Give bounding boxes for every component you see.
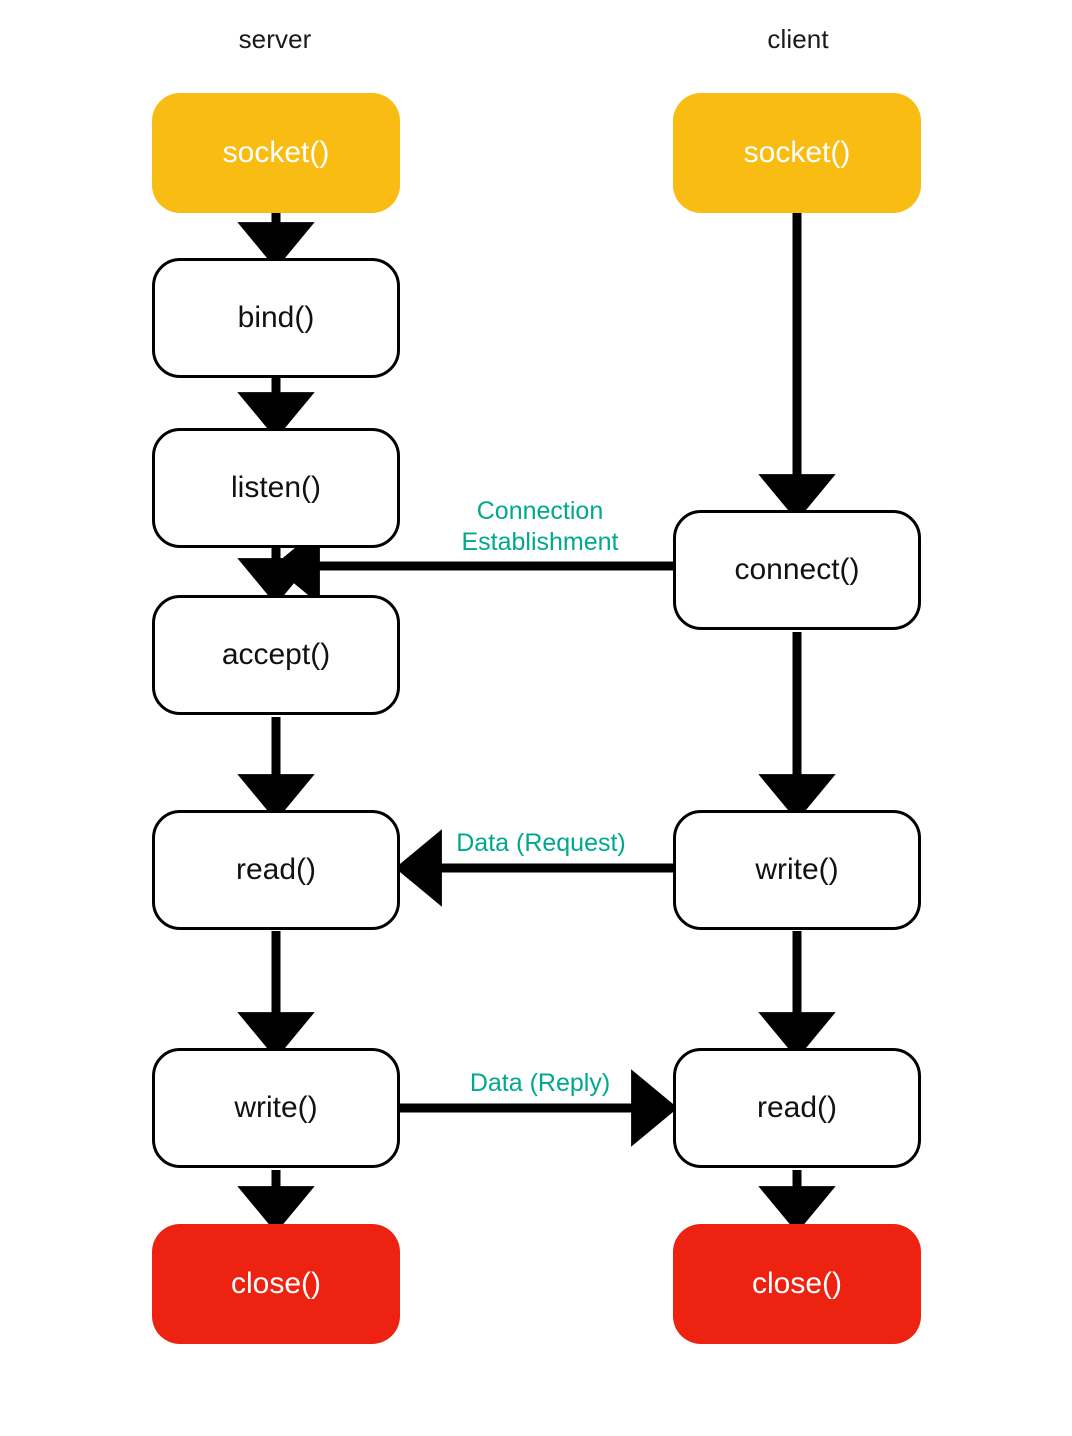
node-label: write() — [755, 853, 839, 886]
node-label: listen() — [230, 471, 321, 504]
node-client-write[interactable]: write() — [673, 810, 921, 930]
node-server-read[interactable]: read() — [152, 810, 400, 930]
node-server-accept[interactable]: accept() — [152, 595, 400, 715]
edge-label-data-request: Data (Request) — [456, 829, 626, 857]
node-label: close() — [751, 1267, 842, 1300]
node-label: accept() — [221, 638, 331, 671]
column-title-client: client — [767, 24, 829, 54]
node-label: connect() — [734, 553, 860, 586]
node-label: read() — [235, 853, 317, 886]
node-client-socket[interactable]: socket() — [673, 93, 921, 213]
node-server-bind[interactable]: bind() — [152, 258, 400, 378]
node-server-listen[interactable]: listen() — [152, 428, 400, 548]
column-title-server: server — [238, 24, 312, 54]
node-label: close() — [230, 1267, 321, 1300]
node-label: socket() — [222, 136, 330, 169]
node-label: write() — [234, 1091, 318, 1124]
node-client-connect[interactable]: connect() — [673, 510, 921, 630]
node-server-close[interactable]: close() — [152, 1224, 400, 1344]
edge-label-connection-establishment: Connection Establishment — [461, 497, 619, 557]
node-label: read() — [756, 1091, 838, 1124]
node-server-write[interactable]: write() — [152, 1048, 400, 1168]
edge-label-data-reply: Data (Reply) — [469, 1069, 611, 1097]
node-client-close[interactable]: close() — [673, 1224, 921, 1344]
node-server-socket[interactable]: socket() — [152, 93, 400, 213]
node-client-read[interactable]: read() — [673, 1048, 921, 1168]
node-label: socket() — [743, 136, 851, 169]
node-label: bind() — [237, 301, 315, 334]
